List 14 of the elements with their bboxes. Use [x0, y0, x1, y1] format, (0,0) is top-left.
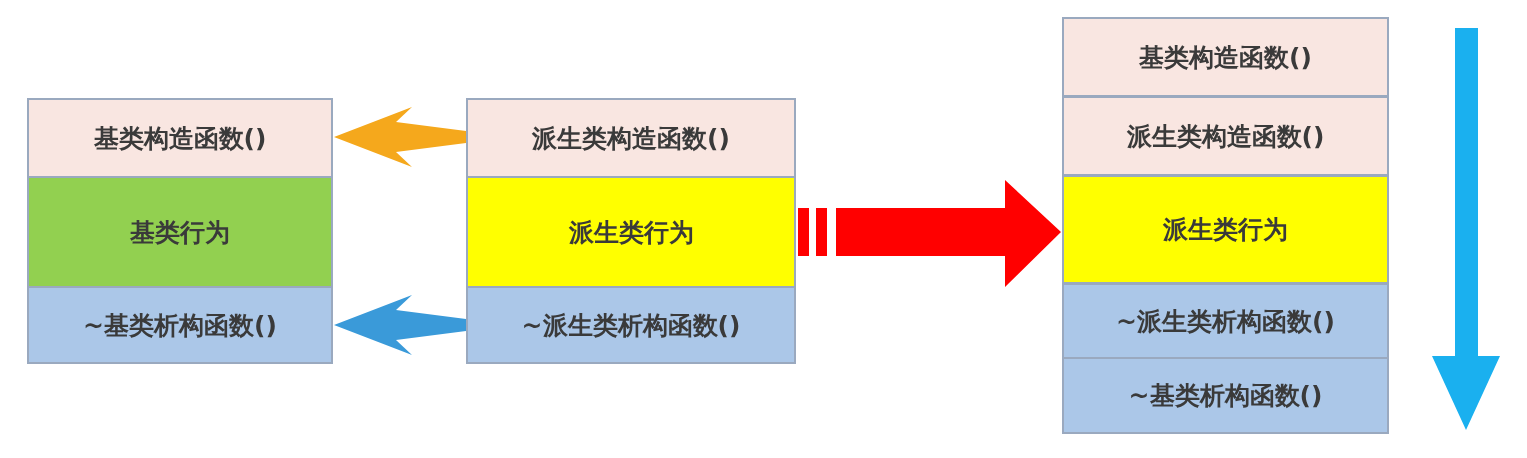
stack-block: 基类构造函数() [1062, 17, 1389, 97]
stack-block: ~派生类析构函数() [466, 286, 796, 364]
stack-block: ~基类析构函数() [27, 286, 333, 364]
block-arrow [334, 295, 466, 355]
block-arrow [334, 107, 466, 167]
stack-block: ~派生类析构函数() [1062, 283, 1389, 359]
stack-block: 基类构造函数() [27, 98, 333, 178]
stack-block: 派生类构造函数() [1062, 96, 1389, 176]
stack-block: 基类行为 [27, 176, 333, 288]
stack-block: 派生类行为 [466, 176, 796, 288]
stack-block: ~基类析构函数() [1062, 357, 1389, 434]
stack-block: 派生类行为 [1062, 175, 1389, 284]
stack-block: 派生类构造函数() [466, 98, 796, 178]
block-arrow [798, 180, 1061, 287]
